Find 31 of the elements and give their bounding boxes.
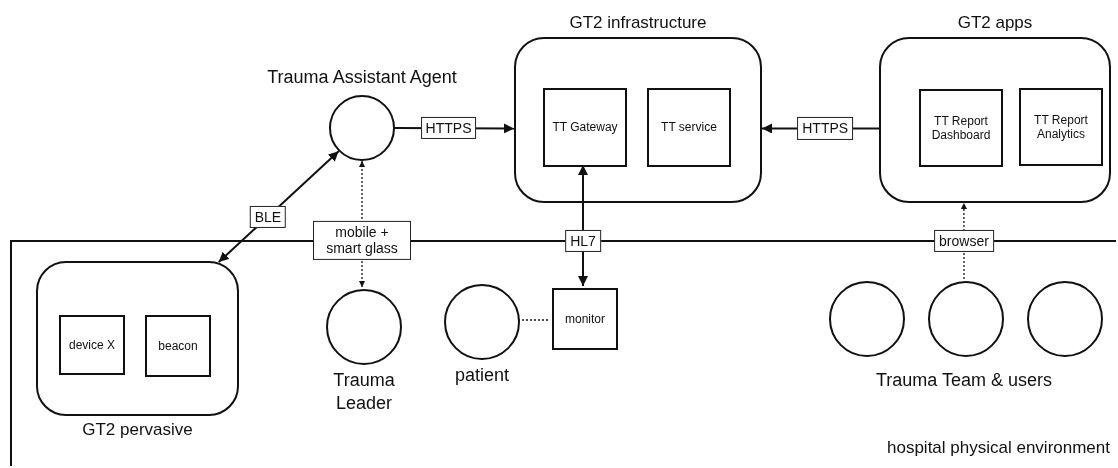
- group-caption: Trauma Team & users: [875, 370, 1053, 391]
- component-box: [647, 88, 731, 167]
- environment-title: hospital physical environment: [887, 438, 1110, 458]
- box-label: TT Report Dashboard: [930, 113, 992, 143]
- edge-label: HL7: [565, 230, 601, 253]
- component-box: [552, 288, 618, 350]
- box-label: device X: [68, 337, 116, 353]
- actor-caption: Trauma Leader: [332, 369, 396, 416]
- component-box: [1019, 88, 1103, 166]
- component-box: [919, 89, 1003, 167]
- group-title: GT2 apps: [957, 13, 1033, 33]
- actor-circle: [1027, 281, 1103, 357]
- box-label: TT Report Analytics: [1033, 112, 1089, 142]
- edge-label: HTTPS: [797, 117, 854, 140]
- actor-circle: [829, 281, 905, 357]
- edge-label: mobile + smart glass: [313, 221, 411, 260]
- component-box: [59, 315, 125, 375]
- group-title: GT2 infrastructure: [569, 13, 707, 33]
- edge-label: HTTPS: [420, 117, 477, 140]
- group-title: GT2 pervasive: [82, 420, 193, 440]
- component-box: [543, 88, 627, 167]
- actor-circle: [928, 281, 1004, 357]
- edge-label: BLE: [249, 205, 287, 228]
- box-label: beacon: [157, 338, 199, 354]
- actor-caption: patient: [453, 364, 510, 387]
- component-box: [145, 315, 211, 377]
- box-label: TT Gateway: [551, 120, 619, 135]
- actor-caption: Trauma Assistant Agent: [266, 65, 458, 89]
- box-label: monitor: [564, 311, 606, 327]
- edge-label: browser: [934, 229, 994, 253]
- box-label: TT service: [660, 120, 718, 135]
